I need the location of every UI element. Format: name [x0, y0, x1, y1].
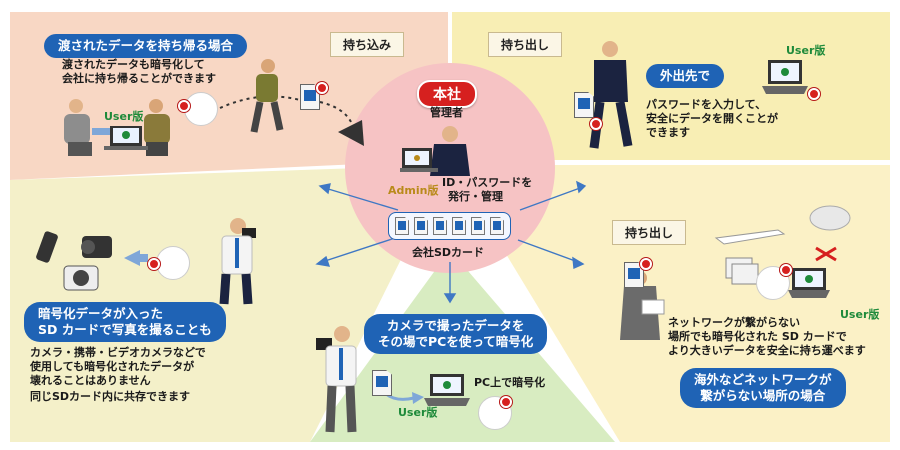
tag-take-out-2: 持ち出し [612, 220, 687, 245]
key-icon [148, 258, 160, 270]
bubble-photo-sd-line2: SD カードで写真を撮ることも [38, 322, 212, 337]
bubble-overseas-line1: 海外などネットワークが [694, 372, 832, 387]
admin-desc-line1: ID・パスワードを [442, 176, 533, 189]
sd-card-icon [490, 217, 504, 235]
company-sd-tray [388, 212, 511, 240]
sd-card-icon [372, 370, 392, 396]
sd-card-icon [574, 92, 594, 118]
key-icon [640, 258, 652, 270]
admin-desc-line2: 発行・管理 [448, 190, 503, 203]
bubble-photo-sd-line1: 暗号化データが入った [38, 306, 164, 321]
bubble-photo-sd: 暗号化データが入った SD カードで写真を撮ることも [24, 302, 226, 342]
traveling-person-illustration [589, 41, 633, 149]
key-icon [780, 264, 792, 276]
admin-illustration [400, 126, 470, 176]
company-sd-label: 会社SDカード [412, 246, 485, 259]
key-icon [590, 118, 602, 130]
user-edition-label: User版 [786, 44, 826, 57]
walking-person-illustration [250, 59, 284, 133]
tag-take-out: 持ち出し [488, 32, 563, 57]
sd-card-icon [395, 217, 409, 235]
pc-encrypt-label: PC上で暗号化 [474, 376, 546, 389]
outside-desc-line1: パスワードを入力して、 [646, 98, 767, 111]
sd-card-icon [471, 217, 485, 235]
user-edition-label: User版 [398, 406, 438, 419]
network-desc-line2: 場所でも暗号化された SD カードで [668, 330, 847, 343]
key-icon [178, 100, 190, 112]
network-desc-line3: より大きいデータを安全に持ち運べます [668, 344, 866, 357]
bottom-laptop-icon [424, 374, 470, 406]
sd-card-icon [433, 217, 447, 235]
key-icon [500, 396, 512, 408]
sd-card-icon [300, 84, 320, 110]
bubble-camera-encrypt: カメラで撮ったデータを その場でPCを使って暗号化 [364, 314, 548, 354]
bubble-bring-back: 渡されたデータを持ち帰る場合 [44, 34, 248, 58]
admin-label: 管理者 [430, 106, 463, 119]
laptop-icon [762, 60, 808, 94]
outside-desc-line3: できます [646, 126, 690, 139]
camera-devices-illustration [36, 231, 112, 291]
bottom-photographer-illustration [316, 326, 357, 433]
bubble-overseas: 海外などネットワークが 繋がらない場所の場合 [680, 368, 846, 408]
photo-desc-line1: カメラ・携帯・ビデオカメラなどで [30, 346, 206, 359]
bubble-camera-encrypt-line1: カメラで撮ったデータを [386, 318, 525, 333]
key-icon [808, 88, 820, 100]
hq-badge: 本社 [417, 80, 477, 108]
encrypted-sd-icon [156, 246, 190, 280]
user-edition-label: User版 [840, 308, 880, 321]
sd-card-icon [414, 217, 428, 235]
photo-desc-line2: 使用しても暗号化されたデータが [30, 360, 195, 373]
people-meeting-illustration [64, 99, 170, 156]
bubble-outside: 外出先で [646, 64, 725, 88]
network-illustration [714, 205, 851, 298]
photographer-illustration [219, 218, 256, 305]
photo-desc-line3: 壊れることはありません [30, 374, 151, 387]
outside-desc-line2: 安全にデータを開くことが [646, 112, 778, 125]
tag-bring-in: 持ち込み [330, 32, 405, 57]
sd-card-icon [452, 217, 466, 235]
bring-back-desc-line2: 会社に持ち帰ることができます [62, 72, 216, 85]
user-edition-label: User版 [104, 110, 144, 123]
key-icon [316, 82, 328, 94]
sd-card-icon [624, 262, 644, 288]
bubble-overseas-line2: 繋がらない場所の場合 [700, 388, 826, 403]
encrypted-sd-icon [184, 92, 218, 126]
network-desc-line1: ネットワークが繋がらない [668, 316, 800, 329]
photo-desc-line4: 同じSDカード内に共存できます [30, 390, 191, 403]
admin-edition-label: Admin版 [388, 184, 439, 197]
bubble-camera-encrypt-line2: その場でPCを使って暗号化 [378, 334, 534, 349]
bring-back-desc-line1: 渡されたデータも暗号化して [62, 58, 205, 71]
